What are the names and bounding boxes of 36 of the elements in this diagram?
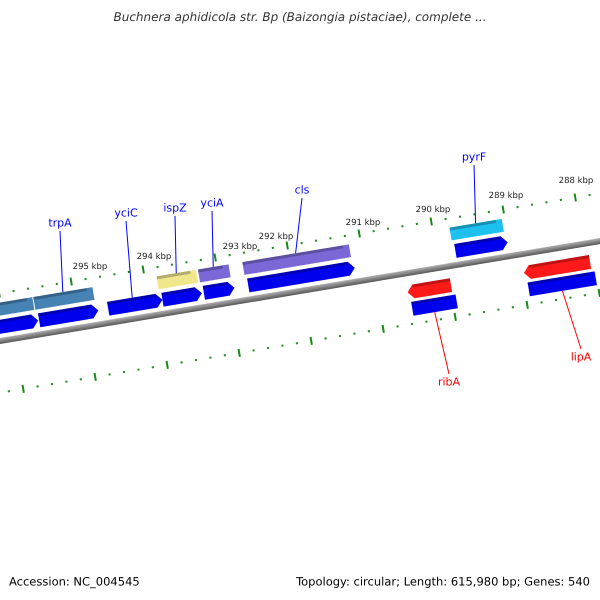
leader-line bbox=[562, 290, 582, 350]
leader-line bbox=[126, 220, 133, 298]
leader-line bbox=[174, 216, 177, 274]
leader-line bbox=[474, 164, 476, 224]
scale-label: 295 kbp bbox=[72, 262, 108, 272]
gene-label: yciA bbox=[200, 198, 224, 208]
leader-line bbox=[434, 312, 450, 374]
gene-feature bbox=[242, 244, 355, 292]
gene-label: ribA bbox=[438, 376, 460, 388]
footer-text: Topology: circular; Length: 615,980 bp; Genes: 540 bbox=[296, 576, 590, 588]
footer-text: Accession: NC_004545 bbox=[9, 576, 140, 588]
scale-label: 290 kbp bbox=[416, 206, 450, 214]
gene-feature bbox=[524, 255, 597, 296]
scale-label: 289 kbp bbox=[488, 192, 524, 200]
gene-feature bbox=[0, 297, 38, 336]
gene-label: pyrF bbox=[462, 152, 486, 162]
gene-feature bbox=[156, 270, 202, 307]
gene-label: trpA bbox=[48, 218, 72, 228]
gene-label: ispZ bbox=[163, 202, 187, 214]
scale-label: 291 kbp bbox=[346, 218, 380, 228]
gene-feature bbox=[449, 218, 508, 258]
gene-label: lipA bbox=[570, 352, 592, 362]
leader-line bbox=[60, 230, 64, 292]
scale-label: 292 kbp bbox=[258, 232, 294, 242]
scale-label: 294 kbp bbox=[136, 252, 172, 262]
gene-feature bbox=[107, 294, 162, 316]
leader-line bbox=[212, 210, 214, 268]
title: Buchnera aphidicola str. Bp (Baizongia pistaciae), complete ... bbox=[113, 11, 487, 23]
gene-feature bbox=[408, 278, 458, 316]
scale-label: 288 kbp bbox=[558, 176, 594, 186]
gene-label: yciC bbox=[114, 208, 138, 218]
gene-label: cls bbox=[294, 184, 310, 196]
gene-feature bbox=[33, 287, 98, 328]
leader-line bbox=[295, 198, 302, 254]
scale-label: 293 kbp bbox=[222, 242, 258, 252]
gene-feature bbox=[198, 264, 234, 300]
